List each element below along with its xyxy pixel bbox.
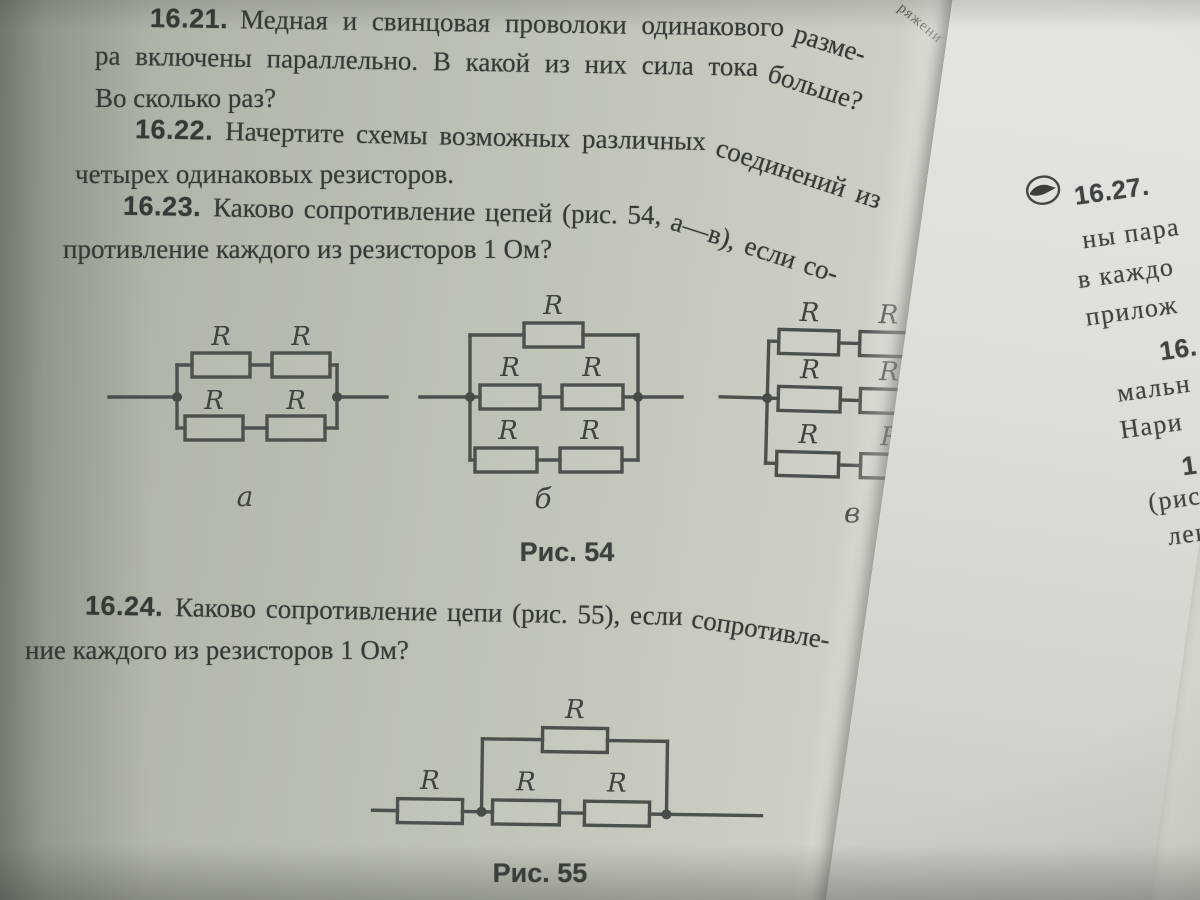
resistor-label: R (581, 353, 602, 383)
next-page-fragment: ны пара (1080, 211, 1182, 255)
resistor-label: R (285, 386, 306, 416)
problem-16-24-text: ние каждого из резисторов 1 Ом? (25, 635, 409, 665)
problem-16-23-number: 16.23. (122, 190, 202, 223)
problem-16-22-text: Начертите схемы возможных различных (224, 116, 707, 157)
circuit-a-label: а (237, 480, 254, 513)
resistor-box (265, 414, 327, 442)
node-dot (172, 392, 182, 402)
circuit-b-label: б (534, 482, 552, 515)
problem-16-24-line-2: ние каждого из резисторов 1 Ом? (25, 635, 409, 665)
next-page-fragment: 1 (1179, 449, 1199, 482)
resistor-label: R (799, 355, 820, 386)
problem-16-23-line-2: противление каждого из резисторов 1 Ом? (63, 234, 552, 264)
resistor-box (395, 796, 465, 826)
resistor-box (270, 351, 332, 379)
problem-16-21-curl-text: больше? (764, 57, 867, 117)
circuit-v-label: в (844, 496, 861, 529)
problem-16-22-text: четырех одинаковых резисторов. (75, 159, 454, 189)
curled-edge-text-fragment: ряжени (894, 0, 946, 47)
next-page-edge: 16.27. ны пара в каждо прилож 16. мальн … (817, 0, 1200, 900)
circuit-a-diagram: R R R R а (107, 322, 389, 513)
problem-16-21-line-2: ра включены параллельно. В какой из них … (94, 40, 867, 116)
resistor-box (558, 446, 624, 474)
resistor-label: R (564, 695, 585, 725)
node-dot (762, 393, 773, 404)
problem-16-23-text: противление каждого из резисторов 1 Ом? (63, 234, 553, 264)
resistor-label: R (203, 386, 224, 416)
resistor-label: R (210, 322, 231, 352)
resistor-box (183, 414, 245, 442)
node-dot (633, 392, 643, 402)
problem-16-22-line-1: 16.22. Начертите схемы возможных различны… (134, 114, 889, 214)
figure-54-caption: Рис. 54 (519, 537, 615, 567)
resistor-label: R (878, 357, 899, 388)
problem-16-21-text: ра включены параллельно. В какой из них … (94, 40, 759, 82)
problem-16-24-number: 16.24. (84, 590, 164, 622)
resistor-box (522, 321, 585, 349)
circuit-fig55-diagram: R R R R (370, 695, 764, 828)
resistor-label: R (497, 416, 518, 446)
problem-16-23-curl-text: а—в), если со- (667, 206, 843, 289)
resistor-box (560, 383, 625, 411)
next-page-fragment: лен (1165, 516, 1200, 552)
next-page-fragment: прилож (1083, 289, 1180, 332)
next-page-fragment: в каждо (1075, 251, 1176, 295)
problem-16-21-text: Медная и свинцовая проволоки одинакового (239, 4, 785, 42)
resistor-label: R (798, 298, 819, 329)
node-dot (661, 809, 672, 820)
resistor-box (490, 798, 562, 827)
resistor-label: R (877, 300, 898, 331)
resistor-label: R (579, 416, 600, 446)
problem-16-23-text: Каково сопротивление цепей (рис. 54, (212, 192, 662, 231)
problem-16-24-curl-text: сопротивле- (689, 603, 832, 655)
resistor-label: R (515, 767, 536, 797)
problem-16-24-text: Каково сопротивление цепи (рис. 55), есл… (174, 592, 683, 631)
resistor-box (774, 449, 841, 479)
resistor-box (540, 725, 610, 755)
next-page-fragment: Нари (1118, 406, 1185, 445)
node-dot (465, 392, 475, 402)
problem-16-22-line-2: четырех одинаковых резисторов. (75, 159, 454, 189)
problem-16-23-line-1: 16.23. Каково сопротивление цепей (рис. 5… (122, 190, 846, 289)
problem-16-21-text: Во сколько раз? (95, 83, 277, 113)
problem-16-21-line-3: Во сколько раз? (95, 83, 276, 113)
resistor-box (582, 799, 652, 828)
resistor-box (776, 384, 843, 414)
problem-16-21-number: 16.21. (149, 2, 229, 35)
next-page-fragment: (рис (1146, 480, 1200, 518)
resistor-box (190, 351, 252, 379)
resistor-label: R (542, 291, 563, 321)
problem-16-22-number: 16.22. (134, 114, 214, 146)
next-page-fragment: 16.27. (1072, 170, 1152, 211)
next-page-fragment: 16. (1157, 331, 1200, 367)
figure-55-caption: Рис. 55 (492, 858, 588, 888)
resistor-box (776, 327, 841, 357)
resistor-label: R (797, 420, 818, 451)
next-page-fragment: мальн (1115, 368, 1193, 408)
resistor-box (478, 383, 542, 411)
problem-16-24-line-1: 16.24. Каково сопротивление цепи (рис. 55… (84, 590, 832, 654)
resistor-label: R (419, 766, 440, 796)
resistor-label: R (499, 353, 520, 383)
node-dot (332, 392, 342, 402)
resistor-label: R (606, 769, 627, 799)
pointing-hand-icon (1022, 172, 1065, 214)
circuit-b-diagram: R R R R R б (418, 291, 684, 515)
resistor-box (473, 446, 539, 474)
problem-16-21-line-1: 16.21. Медная и свинцовая проволоки одина… (149, 2, 870, 69)
node-dot (476, 806, 487, 817)
resistor-label: R (290, 322, 311, 352)
